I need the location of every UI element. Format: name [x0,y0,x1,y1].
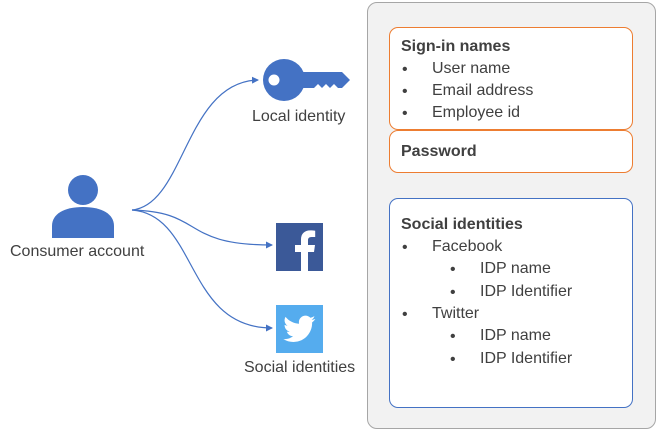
social-provider-facebook: Facebook [432,238,503,255]
local-identity-label: Local identity [252,108,346,125]
sign-in-names-box: Sign-in names • User name • Email addres… [389,27,633,130]
social-identities-label: Social identities [244,359,356,376]
bullet: • [402,61,408,78]
key-icon [263,59,350,101]
social-provider-twitter: Twitter [432,305,480,322]
bullet: • [450,284,456,301]
twitter-icon [276,305,323,353]
password-title: Password [401,143,477,160]
twitter-idp-identifier: IDP Identifier [480,350,573,367]
facebook-icon [276,223,323,271]
sign-in-item-employee-id: Employee id [432,104,521,121]
password-box: Password [389,130,633,173]
bullet: • [402,83,408,100]
bullet: • [402,239,408,256]
sign-in-item-user-name: User name [432,60,511,77]
connector-to-twitter [131,209,273,332]
bullet: • [450,351,456,368]
facebook-idp-identifier: IDP Identifier [480,283,573,300]
sign-in-names-title: Sign-in names [401,38,511,55]
social-identities-title: Social identities [401,216,523,233]
consumer-account-label: Consumer account [10,243,145,260]
bullet: • [450,261,456,278]
facebook-idp-name: IDP name [480,260,551,277]
social-identities-box: Social identities • Facebook • IDP name … [389,198,633,408]
bullet: • [402,105,408,122]
twitter-idp-name: IDP name [480,327,551,344]
sign-in-item-email-address: Email address [432,82,534,99]
user-icon [52,175,114,238]
bullet: • [402,306,408,323]
connector-to-local-identity [131,76,259,211]
connector-to-facebook [131,209,273,249]
bullet: • [450,328,456,345]
